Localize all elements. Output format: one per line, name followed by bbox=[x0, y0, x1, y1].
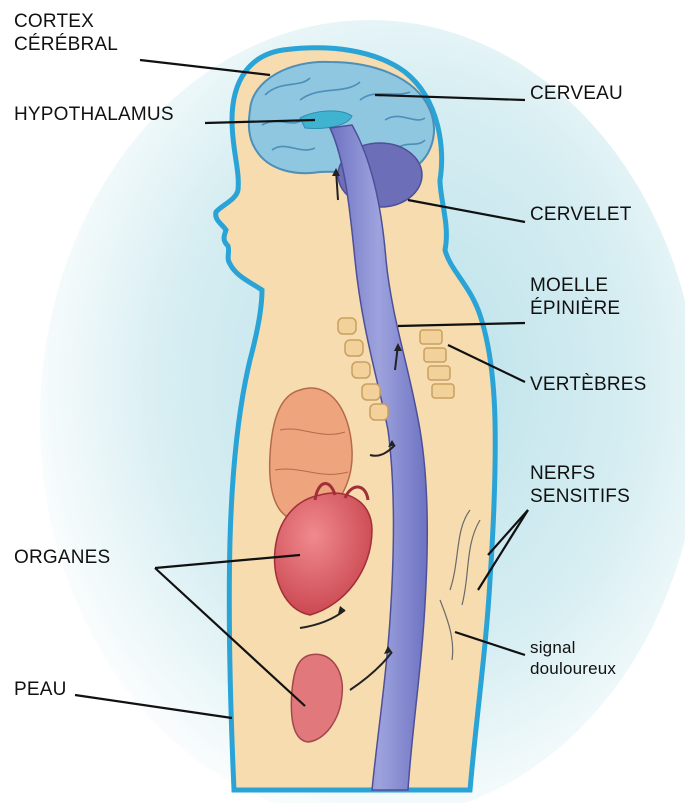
label-cervelet: CERVELET bbox=[530, 203, 632, 226]
label-hypothalamus: HYPOTHALAMUS bbox=[14, 103, 174, 126]
label-moelle-epiniere: MOELLE ÉPINIÈRE bbox=[530, 274, 620, 320]
label-signal-line1: signal bbox=[530, 637, 616, 658]
label-nerfs-line1: NERFS bbox=[530, 462, 630, 485]
label-moelle-line1: MOELLE bbox=[530, 274, 620, 297]
label-peau: PEAU bbox=[14, 678, 67, 701]
label-signal-douloureux: signal douloureux bbox=[530, 637, 616, 679]
label-cortex-line2: CÉRÉBRAL bbox=[14, 33, 118, 56]
label-nerfs-line2: SENSITIFS bbox=[530, 485, 630, 508]
label-vertebres: VERTÈBRES bbox=[530, 373, 647, 396]
label-signal-line2: douloureux bbox=[530, 658, 616, 679]
label-nerfs-sensitifs: NERFS SENSITIFS bbox=[530, 462, 630, 508]
label-moelle-line2: ÉPINIÈRE bbox=[530, 297, 620, 320]
label-cerveau: CERVEAU bbox=[530, 82, 623, 105]
label-cortex-cerebral: CORTEX CÉRÉBRAL bbox=[14, 10, 118, 56]
label-cortex-line1: CORTEX bbox=[14, 10, 118, 33]
label-organes: ORGANES bbox=[14, 546, 110, 569]
